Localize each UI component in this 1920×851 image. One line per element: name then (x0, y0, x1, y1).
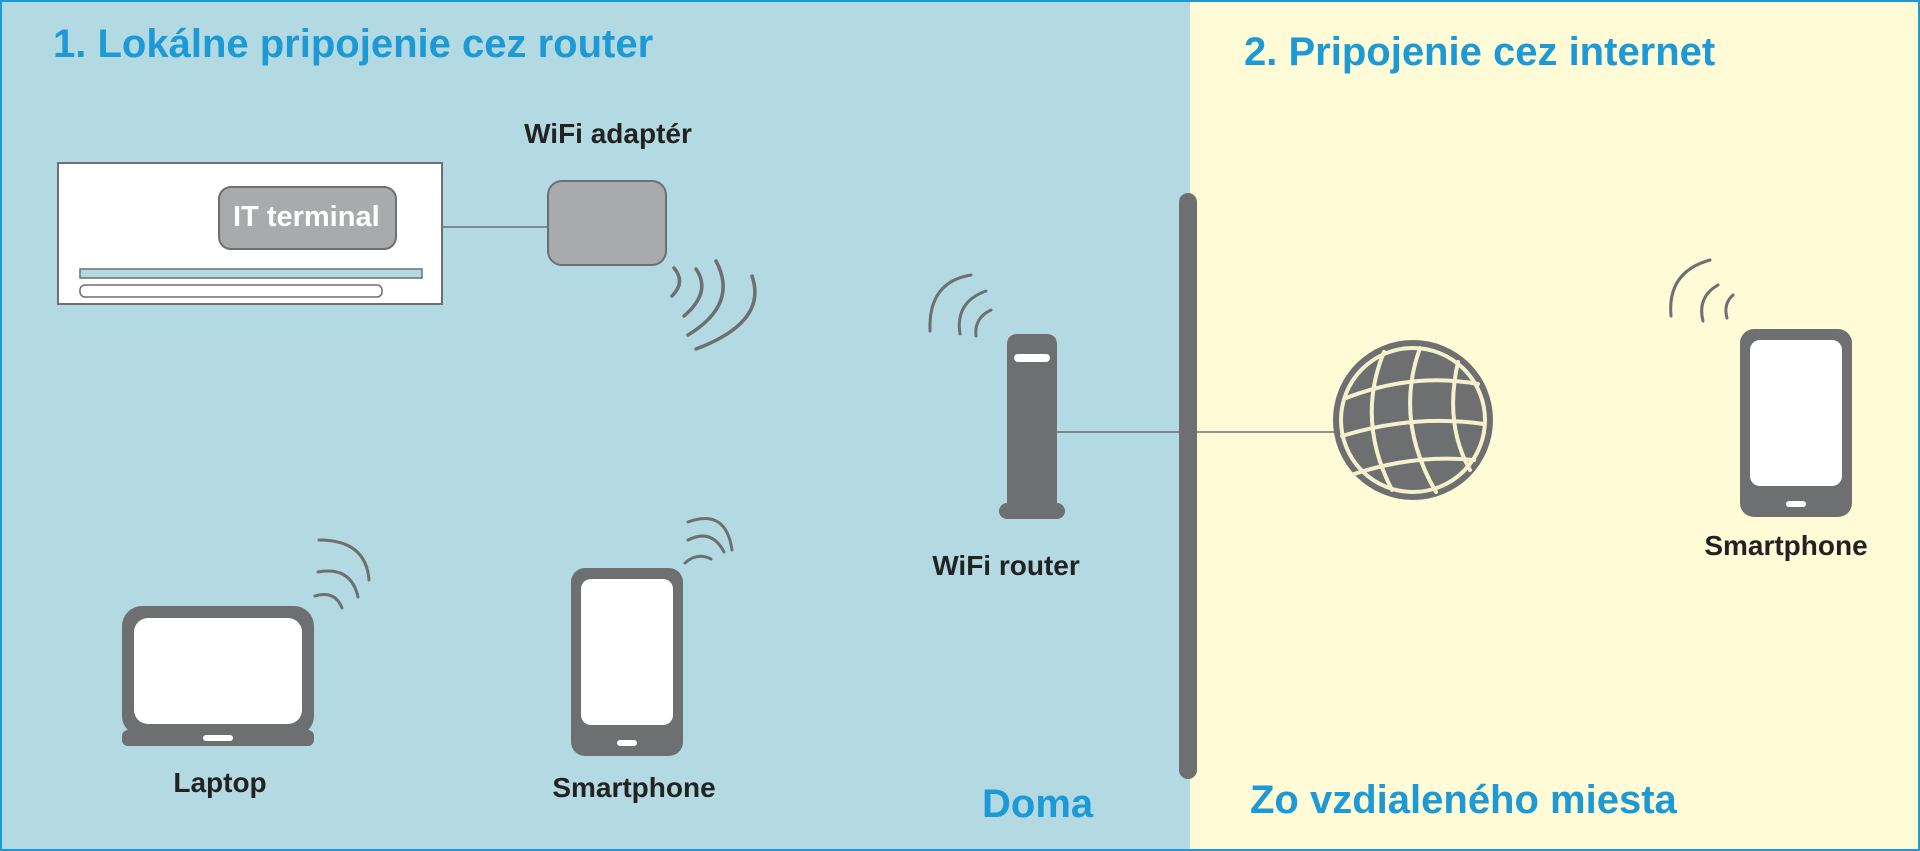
heading-internet-connection: 2. Pripojenie cez internet (1244, 30, 1716, 74)
smartphone-icon (1740, 329, 1852, 517)
globe-icon (1333, 340, 1493, 500)
heading-remote-location: Zo vzdialeného miesta (1250, 778, 1677, 822)
heading-home: Doma (982, 782, 1094, 826)
smartphone-remote-label: Smartphone (1704, 530, 1868, 561)
wall-divider (1179, 193, 1197, 779)
signal-waves-icon (313, 538, 371, 610)
signal-waves-icon (928, 273, 993, 338)
signal-waves-icon (1669, 258, 1735, 323)
smartphone-icon (571, 568, 683, 756)
it-terminal-label: IT terminal (233, 201, 380, 233)
wifi-router-label: WiFi router (932, 550, 1080, 581)
signal-waves-icon (683, 517, 734, 565)
smartphone-local-label: Smartphone (552, 772, 716, 803)
air-conditioner-icon (57, 162, 443, 305)
wifi-adapter-icon (547, 180, 667, 266)
laptop-icon (122, 606, 314, 746)
wifi-router-icon (999, 334, 1065, 519)
wifi-adapter-label: WiFi adaptér (524, 118, 692, 149)
signal-waves-icon (670, 259, 757, 351)
it-terminal-box (218, 186, 397, 250)
heading-local-connection: 1. Lokálne pripojenie cez router (53, 22, 654, 66)
laptop-label: Laptop (173, 767, 267, 798)
connection-lines (443, 226, 1334, 433)
